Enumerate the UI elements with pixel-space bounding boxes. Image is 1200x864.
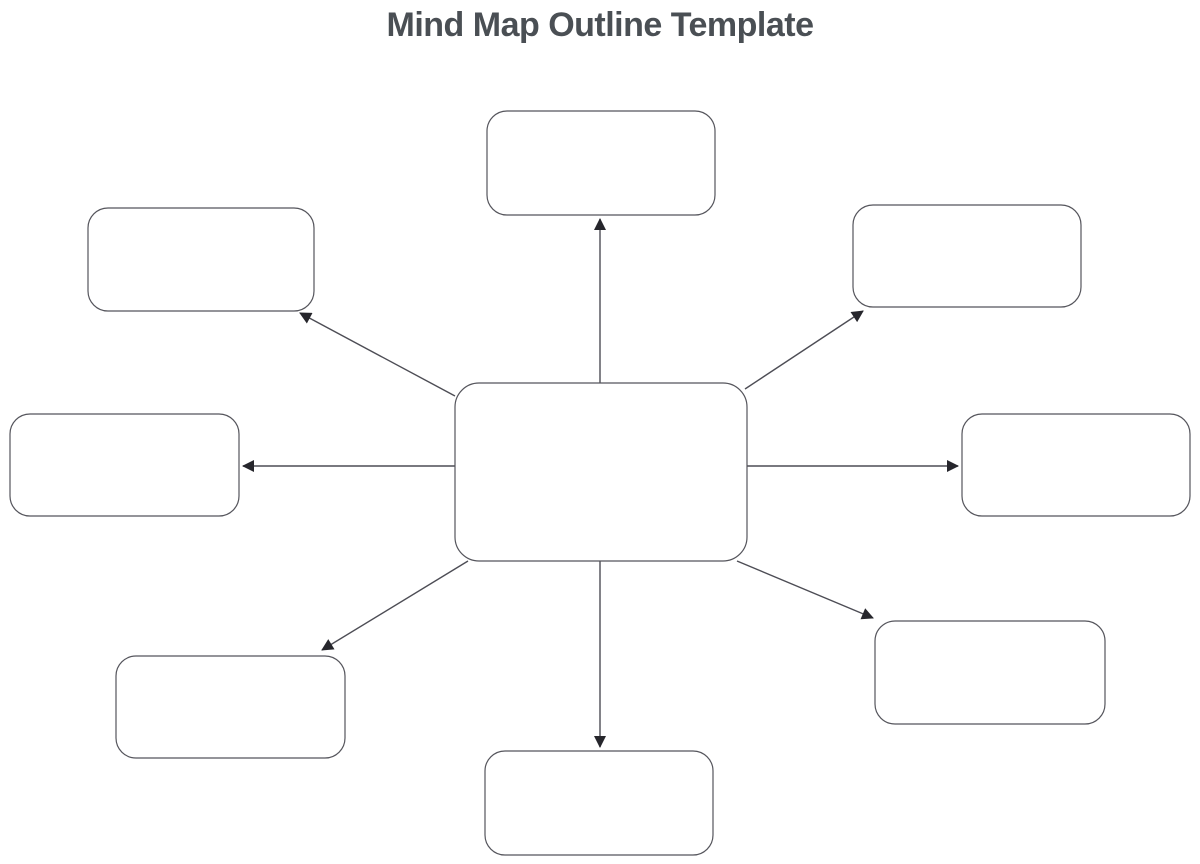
connector-center-to-bottom-left bbox=[321, 560, 469, 651]
node-box-center-topic[interactable] bbox=[454, 382, 748, 562]
node-center-topic[interactable] bbox=[454, 382, 748, 562]
node-branch-right[interactable] bbox=[961, 413, 1191, 517]
node-box-branch-top-left[interactable] bbox=[87, 207, 315, 312]
page-title: Mind Map Outline Template bbox=[386, 6, 815, 44]
node-box-branch-left[interactable] bbox=[9, 413, 240, 517]
node-branch-top[interactable] bbox=[486, 110, 716, 216]
node-box-branch-bottom-left[interactable] bbox=[115, 655, 346, 759]
node-branch-top-left[interactable] bbox=[87, 207, 315, 312]
node-box-branch-bottom[interactable] bbox=[484, 750, 714, 856]
node-box-branch-top[interactable] bbox=[486, 110, 716, 216]
node-box-branch-bottom-right[interactable] bbox=[874, 620, 1106, 725]
node-branch-bottom-right[interactable] bbox=[874, 620, 1106, 725]
connectors-layer bbox=[242, 218, 959, 748]
node-box-branch-top-right[interactable] bbox=[852, 204, 1082, 308]
node-box-branch-right[interactable] bbox=[961, 413, 1191, 517]
node-branch-top-right[interactable] bbox=[852, 204, 1082, 308]
connector-center-to-bottom-right bbox=[736, 560, 874, 620]
node-branch-bottom-left[interactable] bbox=[115, 655, 346, 759]
connector-center-to-top-right bbox=[744, 310, 864, 390]
node-branch-bottom[interactable] bbox=[484, 750, 714, 856]
nodes-layer bbox=[9, 110, 1191, 856]
node-branch-left[interactable] bbox=[9, 413, 240, 517]
connector-center-to-top-left bbox=[299, 312, 456, 397]
